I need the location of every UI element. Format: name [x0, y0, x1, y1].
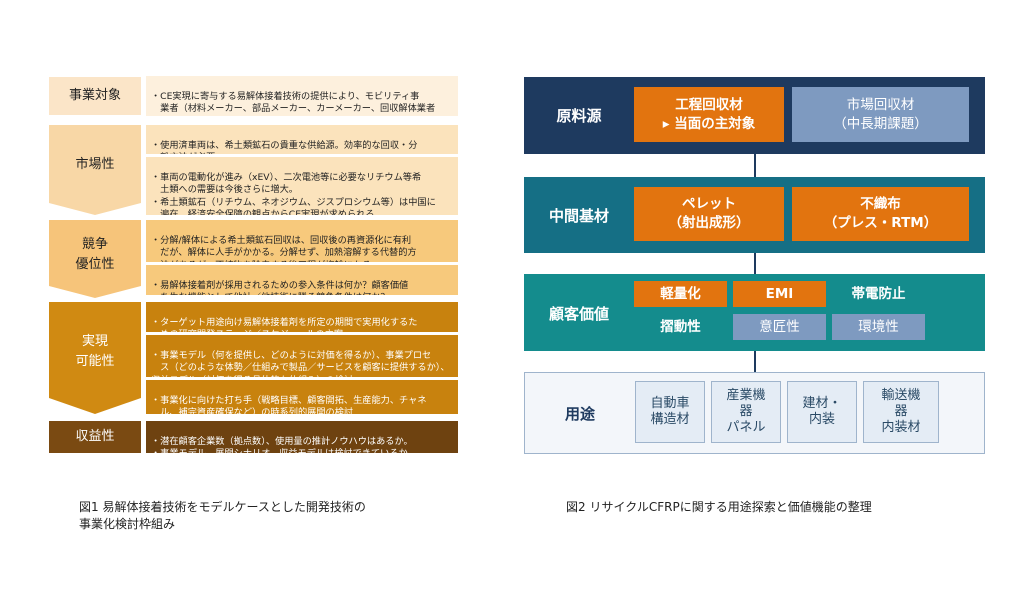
stage-feasibility: 実現 可能性: [49, 302, 141, 414]
figure1-caption: 図1 易解体接着技術をモデルケースとした開発技術の 事業化検討枠組み: [79, 482, 459, 533]
box-market-1: ・使用済車両は、希土類鉱石の貴重な供給源。効率的な回収・分 離方法が必要。: [146, 125, 458, 154]
row-raw-material: 原料源 工程回収材 ▸ 当面の主対象 市場回収材 （中長期課題）: [524, 77, 985, 154]
chevron-shape: [49, 302, 141, 414]
figure2-caption: 図2 リサイクルCFRPに関する用途探索と価値機能の整理: [566, 482, 986, 516]
caption-text: 図1 易解体接着技術をモデルケースとした開発技術の 事業化検討枠組み: [79, 500, 366, 531]
cell-emi: EMI: [733, 281, 826, 307]
cell-text: 輸送機 器 内装材: [881, 388, 921, 435]
cell-environment: 環境性: [832, 314, 925, 340]
cell-text: 意匠性: [759, 318, 800, 335]
cell-antistatic: 帯電防止: [832, 281, 925, 307]
cell-text: 自動車 構造材: [650, 396, 690, 427]
cell-text: 市場回収材 （中長期課題）: [833, 96, 928, 132]
row-applications: 用途 自動車 構造材 産業機 器 パネル 建材・ 内装 輸送機 器 内装材: [524, 372, 985, 454]
box-text: ・車両の電動化が進み（xEV）、二次電池等に必要なリチウム等希 土類への需要は今…: [151, 171, 436, 216]
cell-text: 軽量化: [660, 285, 701, 302]
connector-line: [754, 154, 756, 372]
box-text: ・ターゲット用途向け易解体接着剤を所定の期間で実用化するた めの研究開発ステージ…: [151, 316, 418, 333]
cell-text: 不織布 （プレス・RTM）: [823, 196, 938, 231]
chevron-shape: [49, 125, 141, 215]
use-transport-interior: 輸送機 器 内装材: [863, 381, 939, 443]
stage-business-target: 事業対象: [49, 77, 141, 115]
row-customer-value: 顧客価値 軽量化 EMI 帯電防止 摺動性 意匠性 環境性: [524, 274, 985, 351]
cell-design: 意匠性: [733, 314, 826, 340]
cell-text: 摺動性: [660, 318, 701, 335]
box-feasibility-3: ・事業化に向けた打ち手（戦略目標、顧客開拓、生産能力、チャネ ル、補完資産確保な…: [146, 380, 458, 414]
row-label: 原料源: [556, 107, 602, 125]
box-text: ・分解/解体による希土類鉱石回収は、回収後の再資源化に有利 だが、解体に人手がか…: [151, 234, 417, 263]
box-text: ・使用済車両は、希土類鉱石の貴重な供給源。効率的な回収・分 離方法が必要。: [151, 139, 418, 155]
cell-nonwoven: 不織布 （プレス・RTM）: [792, 187, 969, 241]
box-feasibility-2: ・事業モデル（何を提供し、どのように対価を得るか）、事業プロセ ス（どのような体…: [146, 335, 458, 377]
box-feasibility-1: ・ターゲット用途向け易解体接着剤を所定の期間で実用化するた めの研究開発ステージ…: [146, 302, 458, 332]
stage-label: 市場性: [75, 157, 115, 172]
stage-label: 収益性: [75, 429, 115, 444]
cell-text: 帯電防止: [851, 285, 906, 302]
cell-text: 工程回収材 ▸ 当面の主対象: [662, 96, 756, 132]
cell-process-recovered: 工程回収材 ▸ 当面の主対象: [634, 87, 784, 142]
stage-competitive-advantage: 競争 優位性: [49, 220, 141, 298]
row-label: 顧客価値: [548, 305, 609, 323]
cell-lightweight: 軽量化: [634, 281, 727, 307]
cell-text: ペレット （射出成形）: [668, 196, 750, 231]
caption-text: 図2 リサイクルCFRPに関する用途探索と価値機能の整理: [566, 500, 872, 514]
use-building-interior: 建材・ 内装: [787, 381, 857, 443]
chevron-shape: [49, 220, 141, 298]
box-market-2: ・車両の電動化が進み（xEV）、二次電池等に必要なリチウム等希 土類への需要は今…: [146, 157, 458, 215]
row-label: 用途: [564, 405, 595, 423]
stage-label: 実現 可能性: [75, 334, 115, 369]
use-auto-structural: 自動車 構造材: [635, 381, 705, 443]
row-intermediate: 中間基材 ペレット （射出成形） 不織布 （プレス・RTM）: [524, 177, 985, 253]
stage-profitability: 収益性: [49, 421, 141, 453]
box-text: ・潜在顧客企業数（拠点数）、使用量の推計ノウハウはあるか。 ・事業モデル、展開シ…: [151, 435, 417, 454]
stage-label: 事業対象: [68, 88, 121, 103]
box-competitive-1: ・分解/解体による希土類鉱石回収は、回収後の再資源化に有利 だが、解体に人手がか…: [146, 220, 458, 262]
box-profitability: ・潜在顧客企業数（拠点数）、使用量の推計ノウハウはあるか。 ・事業モデル、展開シ…: [146, 421, 458, 453]
cell-pellet: ペレット （射出成形）: [634, 187, 784, 241]
row-label: 中間基材: [548, 207, 609, 225]
box-text: ・事業モデル（何を提供し、どのように対価を得るか）、事業プロセ ス（どのような体…: [151, 349, 450, 378]
stage-marketability: 市場性: [49, 125, 141, 215]
box-business-target: ・CE実現に寄与する易解体接着技術の提供により、モビリティ事 業者（材料メーカー…: [146, 76, 458, 116]
box-text: ・易解体接着剤が採用されるための参入条件は何か？顧客価値 を生む機能として他社／…: [151, 279, 409, 296]
cell-text: 環境性: [858, 318, 899, 335]
box-text: ・CE実現に寄与する易解体接着技術の提供により、モビリティ事 業者（材料メーカー…: [151, 90, 436, 117]
cell-text: 建材・ 内装: [802, 396, 842, 427]
cell-text: 産業機 器 パネル: [726, 388, 766, 435]
cell-text: EMI: [765, 285, 794, 302]
cell-market-recovered: 市場回収材 （中長期課題）: [792, 87, 969, 142]
box-competitive-2: ・易解体接着剤が採用されるための参入条件は何か？顧客価値 を生む機能として他社／…: [146, 265, 458, 295]
stage-label: 競争 優位性: [75, 237, 115, 272]
use-industrial-panel: 産業機 器 パネル: [711, 381, 781, 443]
cell-sliding: 摺動性: [634, 314, 727, 340]
box-text: ・事業化に向けた打ち手（戦略目標、顧客開拓、生産能力、チャネ ル、補完資産確保な…: [151, 394, 427, 415]
